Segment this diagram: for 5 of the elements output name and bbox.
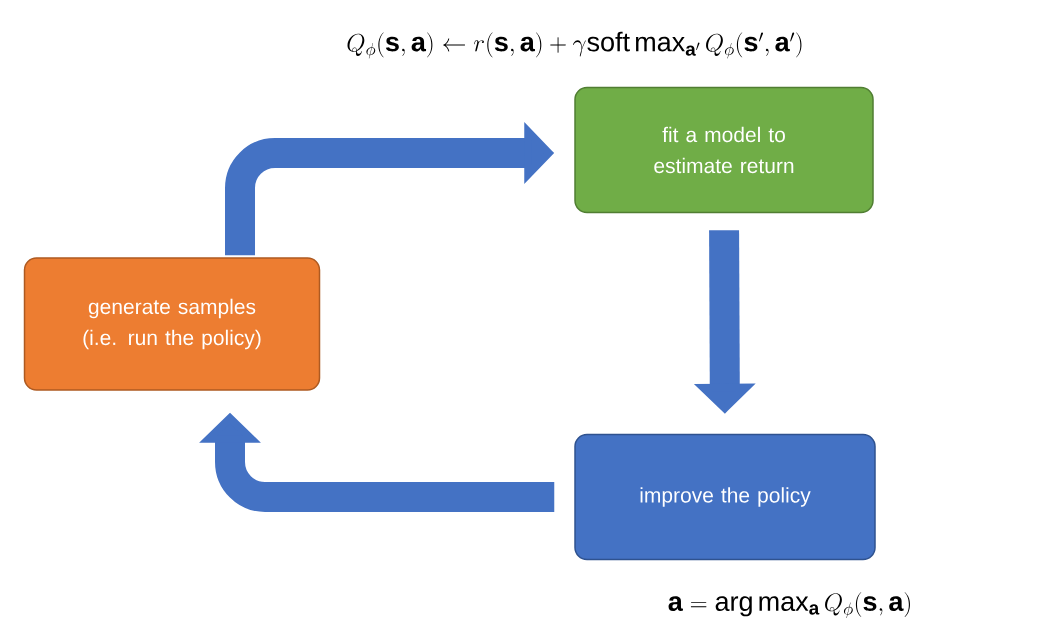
process-box: improve the policy <box>574 433 876 561</box>
formula: $\mathbf{a} = \arg\max_{\mathbf{a}} Q_\phi(\mathbf{s},\mathbf{a})$ <box>668 592 910 619</box>
process-box: generate samples (i.e. run the policy) <box>23 257 321 391</box>
formula: $Q_\phi(\mathbf{s},\mathbf{a}) \leftarrow r(\mathbf{s},\mathbf{a}) + \gamma \mathrm{soft}\max_{\mathbf{a}'} Q_\phi(\mathbf{s}',\mathbf{a}')$ <box>347 31 802 59</box>
process-box: fit a model to estimate return <box>574 86 874 214</box>
